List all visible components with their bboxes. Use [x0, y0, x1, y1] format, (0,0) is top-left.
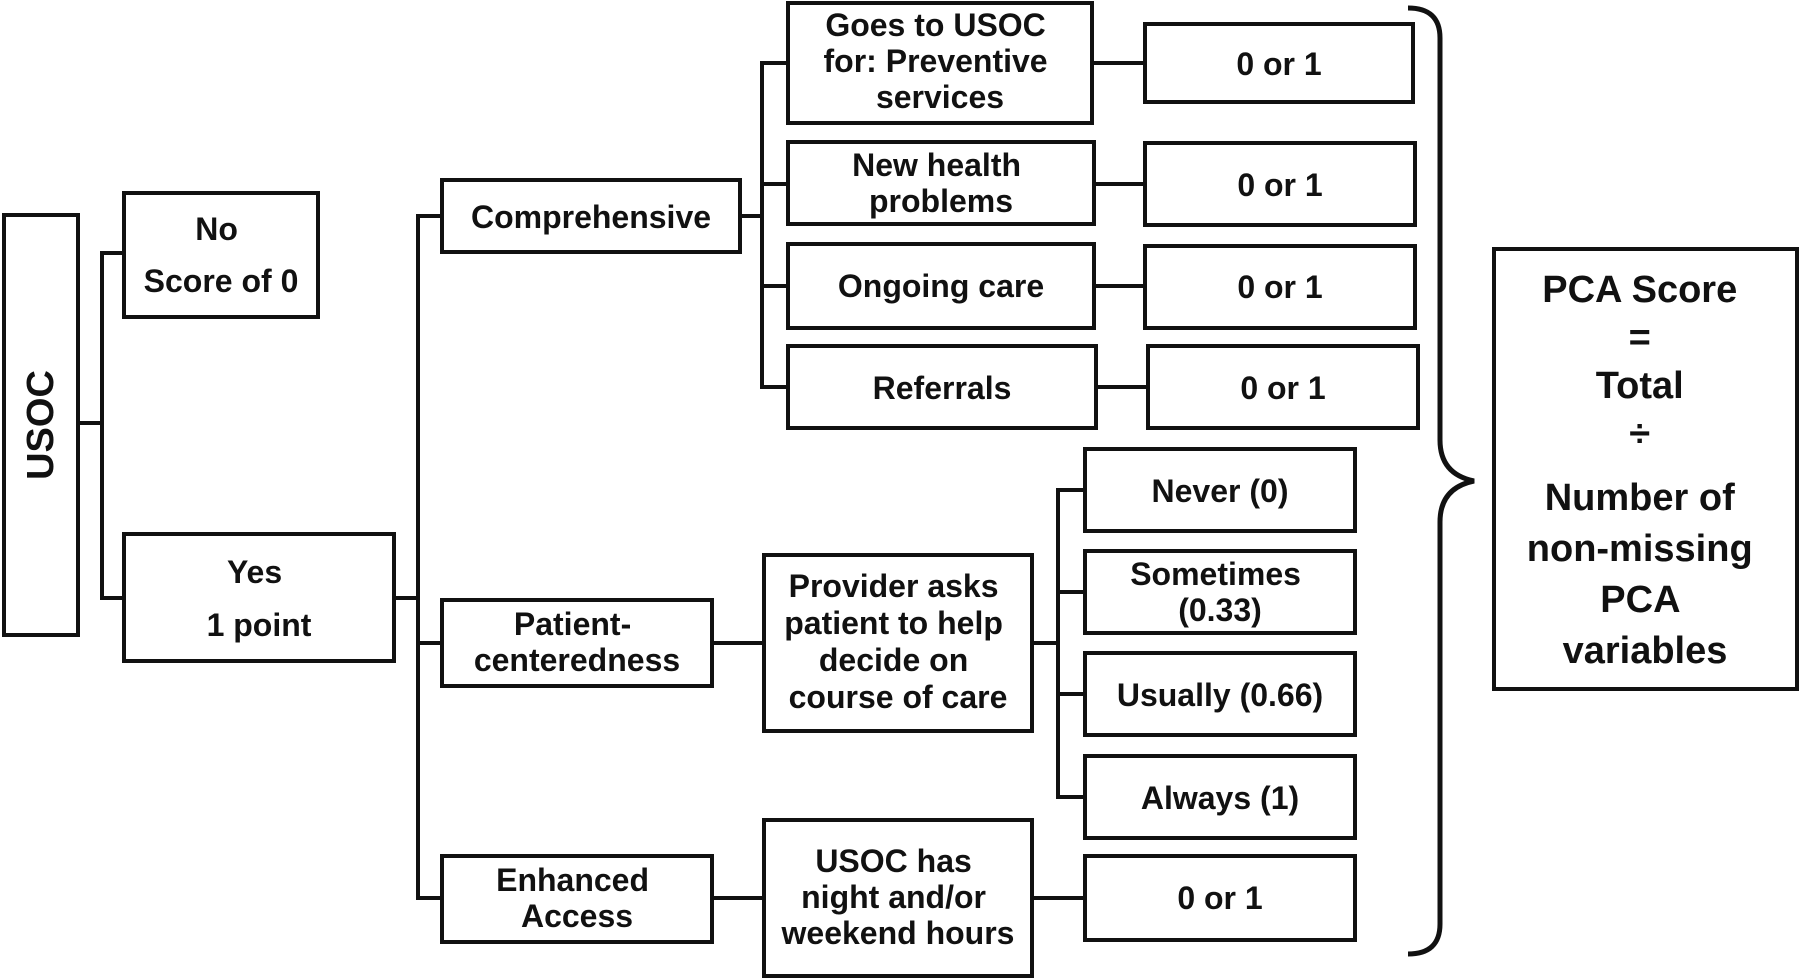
enhanced-question-box: USOC has night and/or weekend hours: [762, 818, 1034, 978]
connector-question-options: [1030, 488, 1087, 799]
svg-text:0 or 1: 0 or 1: [1237, 167, 1322, 203]
item-preventive-label: Goes to USOC for: Preventive services: [824, 7, 1057, 115]
connectors: [76, 61, 1150, 900]
connector-comprehensive-values: [1090, 61, 1150, 389]
comprehensive-item-referrals: Referrals: [786, 344, 1098, 430]
svg-text:0 or 1: 0 or 1: [1240, 370, 1325, 406]
patient-centeredness-domain-box: Patient- centeredness: [440, 598, 714, 688]
comprehensive-label: Comprehensive: [471, 199, 711, 235]
comprehensive-value-new-health: 0 or 1: [1143, 141, 1417, 227]
yes-branch-box: Yes 1 point: [122, 532, 396, 663]
item-ongoing-label: Ongoing care: [838, 268, 1044, 304]
option-usually: Usually (0.66): [1083, 651, 1357, 737]
svg-text:0 or 1: 0 or 1: [1236, 46, 1321, 82]
pca-score-formula: PCA Score = Total ÷ Number of non-missin…: [1527, 269, 1763, 672]
enhanced-question-label: USOC has night and/or weekend hours: [781, 843, 1015, 951]
pca-score-box: PCA Score = Total ÷ Number of non-missin…: [1492, 247, 1799, 691]
comprehensive-value-ongoing: 0 or 1: [1143, 244, 1417, 330]
svg-text:Always (1): Always (1): [1141, 780, 1299, 816]
comprehensive-item-ongoing: Ongoing care: [786, 242, 1096, 330]
svg-text:Never (0): Never (0): [1152, 473, 1289, 509]
comprehensive-value-referrals: 0 or 1: [1146, 344, 1420, 430]
svg-text:Sometimes (0.33): Sometimes (0.33): [1130, 556, 1310, 628]
enhanced-access-domain-box: Enhanced Access: [440, 854, 714, 944]
option-sometimes: Sometimes (0.33): [1083, 549, 1357, 635]
enhanced-value-box: 0 or 1: [1083, 854, 1357, 942]
item-referrals-label: Referrals: [873, 370, 1012, 406]
patient-question-label: Provider asks patient to help decide on …: [784, 568, 1012, 715]
comprehensive-item-preventive: Goes to USOC for: Preventive services: [786, 1, 1094, 125]
connector-usoc-branches: [76, 251, 126, 600]
svg-text:0 or 1: 0 or 1: [1237, 269, 1322, 305]
item-new-health-label: New health problems: [852, 147, 1030, 219]
patient-question-box: Provider asks patient to help decide on …: [762, 553, 1034, 733]
yes-branch-label: Yes 1 point: [207, 554, 312, 643]
connector-yes-domains: [392, 214, 444, 900]
usoc-root-box: USOC: [2, 213, 80, 637]
option-never: Never (0): [1083, 447, 1357, 533]
comprehensive-item-new-health: New health problems: [786, 140, 1096, 226]
no-branch-box: No Score of 0: [122, 191, 320, 319]
enhanced-access-label: Enhanced Access: [496, 862, 658, 934]
comprehensive-value-preventive: 0 or 1: [1143, 22, 1415, 104]
patient-centeredness-label: Patient- centeredness: [474, 606, 680, 678]
comprehensive-domain-box: Comprehensive: [440, 178, 742, 254]
connector-comprehensive-items: [738, 61, 790, 389]
usoc-root-label: USOC: [20, 370, 62, 480]
svg-text:0 or 1: 0 or 1: [1177, 880, 1262, 916]
option-always: Always (1): [1083, 754, 1357, 840]
svg-text:Usually (0.66): Usually (0.66): [1117, 677, 1323, 713]
no-branch-label: No Score of 0: [144, 211, 299, 299]
right-curly-brace: [1407, 5, 1475, 957]
